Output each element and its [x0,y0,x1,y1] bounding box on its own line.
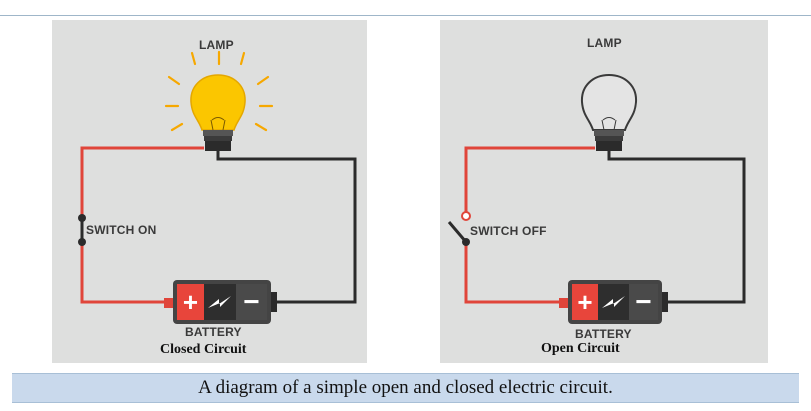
top-divider [0,15,811,16]
battery-label: BATTERY [185,325,242,339]
positive-wire-lower [464,242,559,304]
closed-circuit-diagram: + − [78,50,357,324]
lit-bulb-icon [190,74,246,151]
open-circuit-panel: + − LAMP SWITCH OFF BATTERY Open Circuit [440,20,768,363]
open-switch-icon [447,211,471,246]
switch-label: SWITCH ON [86,223,157,237]
open-circuit-diagram: + − [447,73,746,324]
positive-wire [464,146,595,216]
switch-label: SWITCH OFF [470,224,547,238]
positive-wire [80,146,204,218]
lamp-label: LAMP [199,38,234,52]
closed-circuit-panel: + − LAMP SWITCH ON BATTERY Closed Circui… [52,20,367,363]
battery-positive-symbol: + [577,287,592,317]
open-circuit-title: Open Circuit [541,341,620,356]
battery-positive-symbol: + [183,287,198,317]
lamp-label: LAMP [587,36,622,50]
unlit-bulb-icon [580,73,638,151]
negative-wire [216,151,357,304]
light-rays-icon [164,50,274,132]
caption-bar: A diagram of a simple open and closed el… [12,373,799,403]
closed-circuit-title: Closed Circuit [160,342,247,357]
battery-negative-symbol: − [243,286,259,317]
battery-label: BATTERY [575,327,632,341]
positive-wire-lower [80,242,164,304]
figure-caption: A diagram of a simple open and closed el… [198,377,613,398]
battery-icon: + − [559,280,668,324]
closed-switch-icon [78,214,86,246]
negative-wire [607,151,746,304]
battery-icon: + − [164,280,277,324]
battery-negative-symbol: − [635,286,651,317]
